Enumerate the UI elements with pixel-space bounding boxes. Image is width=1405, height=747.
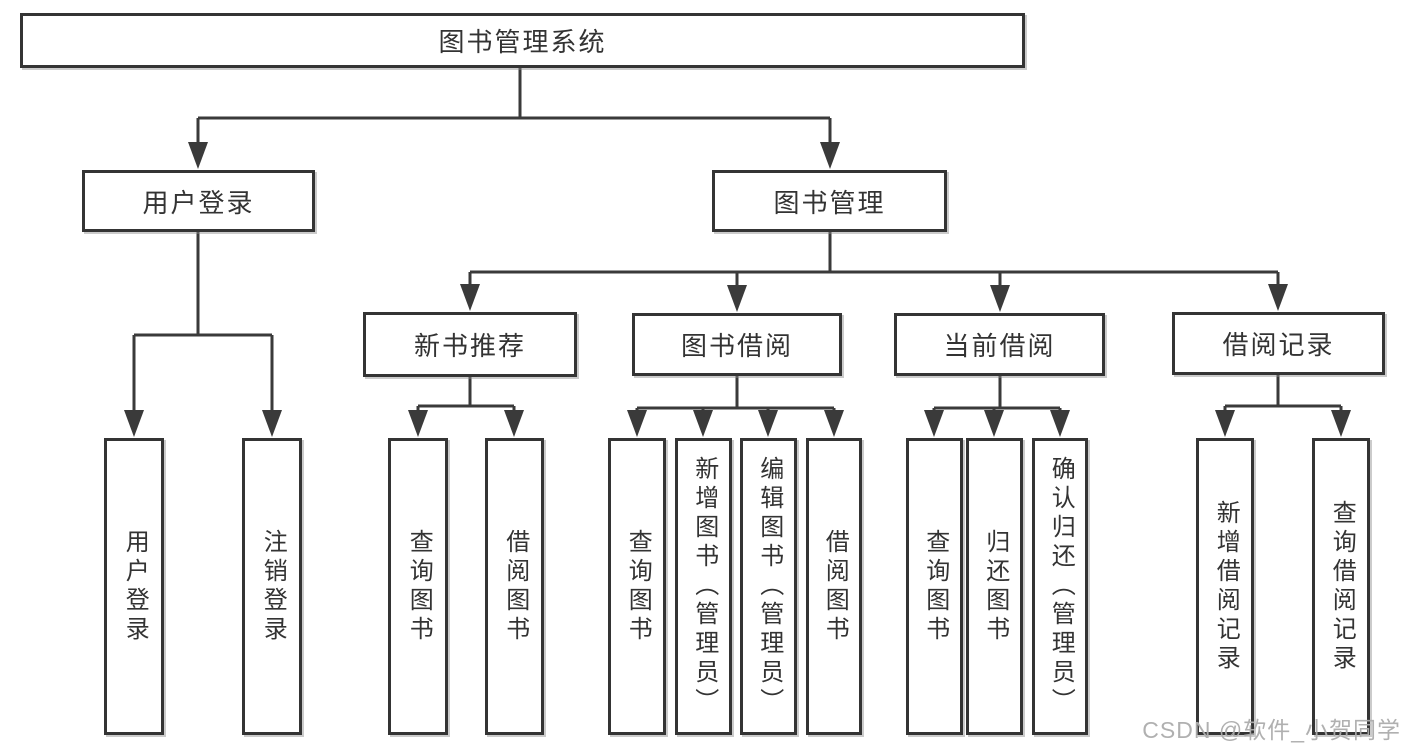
- arrowhead-icon: [727, 285, 747, 312]
- leaf-nbr-query-books-label: 查询图书: [405, 528, 433, 645]
- leaf-br-query-record: 查询借阅记录: [1312, 438, 1370, 735]
- connector-borrowing-records: [1223, 375, 1343, 420]
- arrowhead-icon: [758, 410, 778, 437]
- leaf-nbr-borrow-books-label: 借阅图书: [501, 528, 529, 645]
- leaf-cb-query-books-label: 查询图书: [921, 528, 949, 645]
- leaf-cb-return-books: 归还图书: [966, 438, 1023, 735]
- node-book-borrowing: 图书借阅: [632, 313, 842, 376]
- node-current-borrowing-label: 当前借阅: [943, 331, 1056, 361]
- node-new-book-recommend-label: 新书推荐: [413, 331, 526, 361]
- arrowhead-icon: [820, 142, 840, 169]
- leaf-cb-confirm-return-label: 确认归还（管理员）: [1047, 456, 1075, 717]
- leaf-bb-edit-books: 编辑图书（管理员）: [740, 438, 797, 735]
- connector-book-borrowing: [635, 376, 836, 420]
- leaf-user-login-label: 用户登录: [121, 528, 149, 645]
- arrowhead-icon: [627, 410, 647, 437]
- node-root: 图书管理系统: [20, 13, 1025, 68]
- arrowhead-icon: [693, 410, 713, 437]
- leaf-bb-query-books: 查询图书: [608, 438, 666, 735]
- node-book-management: 图书管理: [712, 170, 947, 232]
- node-new-book-recommend: 新书推荐: [363, 312, 577, 377]
- leaf-nbr-borrow-books: 借阅图书: [485, 438, 544, 735]
- arrowhead-icon: [262, 410, 282, 437]
- node-borrowing-records: 借阅记录: [1172, 312, 1385, 375]
- node-book-management-label: 图书管理: [773, 187, 886, 218]
- node-user-login: 用户登录: [82, 170, 315, 232]
- node-root-label: 图书管理系统: [438, 27, 607, 57]
- leaf-logout-label: 注销登录: [259, 528, 287, 645]
- arrowhead-icon: [460, 284, 480, 311]
- arrowhead-icon: [1331, 410, 1351, 437]
- leaf-cb-return-books-label: 归还图书: [981, 528, 1009, 645]
- arrowhead-layer: [124, 142, 1351, 437]
- watermark: CSDN @软件_小贺同学: [1142, 717, 1401, 743]
- leaf-bb-add-books: 新增图书（管理员）: [675, 438, 732, 735]
- arrowhead-icon: [188, 142, 208, 169]
- node-borrowing-records-label: 借阅记录: [1222, 330, 1335, 360]
- leaf-br-query-record-label: 查询借阅记录: [1328, 499, 1356, 674]
- arrowhead-icon: [1050, 410, 1070, 437]
- node-user-login-label: 用户登录: [142, 187, 255, 218]
- node-current-borrowing: 当前借阅: [894, 313, 1105, 376]
- leaf-br-add-record-label: 新增借阅记录: [1212, 499, 1240, 674]
- leaf-cb-query-books: 查询图书: [906, 438, 963, 735]
- connector-new-book-recommend: [416, 377, 516, 420]
- arrowhead-icon: [990, 285, 1010, 312]
- leaf-bb-query-books-label: 查询图书: [624, 528, 652, 645]
- arrowhead-icon: [984, 410, 1004, 437]
- arrowhead-icon: [924, 410, 944, 437]
- leaf-bb-add-books-label: 新增图书（管理员）: [690, 456, 718, 717]
- leaf-logout: 注销登录: [242, 438, 302, 735]
- connector-root: [196, 68, 832, 150]
- leaf-cb-confirm-return: 确认归还（管理员）: [1032, 438, 1088, 735]
- arrowhead-icon: [1215, 410, 1235, 437]
- arrowhead-icon: [824, 410, 844, 437]
- leaf-nbr-query-books: 查询图书: [388, 438, 448, 735]
- node-book-borrowing-label: 图书借阅: [680, 331, 793, 361]
- arrowhead-icon: [124, 410, 144, 437]
- leaf-br-add-record: 新增借阅记录: [1196, 438, 1254, 735]
- connector-book-management: [468, 232, 1280, 296]
- leaf-bb-borrow-books: 借阅图书: [806, 438, 862, 735]
- arrowhead-icon: [408, 410, 428, 437]
- leaf-bb-edit-books-label: 编辑图书（管理员）: [755, 456, 783, 717]
- arrowhead-icon: [1268, 284, 1288, 311]
- leaf-user-login: 用户登录: [104, 438, 164, 735]
- leaf-bb-borrow-books-label: 借阅图书: [821, 528, 849, 645]
- arrowhead-icon: [504, 410, 524, 437]
- connector-user-login: [132, 232, 274, 420]
